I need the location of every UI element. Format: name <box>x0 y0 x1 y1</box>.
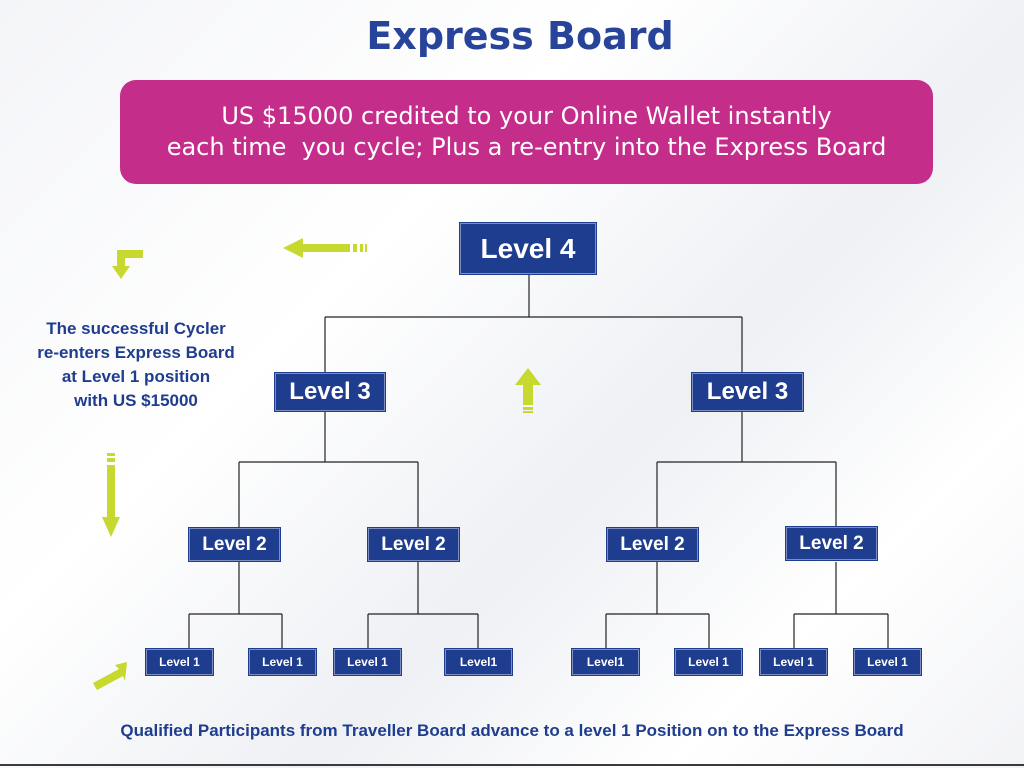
arrow-up-right-icon <box>93 662 127 690</box>
level-1-box: Level 1 <box>145 648 214 676</box>
footer-note: Qualified Participants from Traveller Bo… <box>120 721 904 740</box>
banner-line-1: US $15000 credited to your Online Wallet… <box>221 102 832 130</box>
bottom-divider <box>0 764 1024 766</box>
level-2-box: Level 2 <box>785 526 878 561</box>
level-1-box: Level1 <box>444 648 513 676</box>
level-1-box: Level1 <box>571 648 640 676</box>
level-2-box: Level 2 <box>606 527 699 562</box>
cycler-note-line-3: at Level 1 position <box>61 367 211 386</box>
arrow-left-icon <box>283 238 367 258</box>
level-2-box: Level 2 <box>188 527 281 562</box>
level-2-box: Level 2 <box>367 527 460 562</box>
cycler-note-line-1: The successful Cycler <box>46 319 226 338</box>
level-1-box: Level 1 <box>853 648 922 676</box>
reward-banner: US $15000 credited to your Online Wallet… <box>120 80 933 184</box>
level-1-box: Level 1 <box>333 648 402 676</box>
level-1-box: Level 1 <box>759 648 828 676</box>
level-3-left-box: Level 3 <box>274 372 386 412</box>
level-4-box: Level 4 <box>459 222 597 275</box>
cycler-note-line-2: re-enters Express Board <box>37 343 235 362</box>
page-title: Express Board <box>366 14 674 58</box>
arrow-up-icon <box>515 368 541 413</box>
level-3-right-box: Level 3 <box>691 372 804 412</box>
banner-line-2: each time you cycle; Plus a re-entry int… <box>166 133 887 161</box>
cycler-note: The successful Cycler re-enters Express … <box>14 317 258 413</box>
level-1-box: Level 1 <box>248 648 317 676</box>
cycler-note-line-4: with US $15000 <box>74 391 198 410</box>
level-1-box: Level 1 <box>674 648 743 676</box>
arrow-elbow-down-icon <box>112 250 143 279</box>
arrow-down-icon <box>102 453 120 537</box>
